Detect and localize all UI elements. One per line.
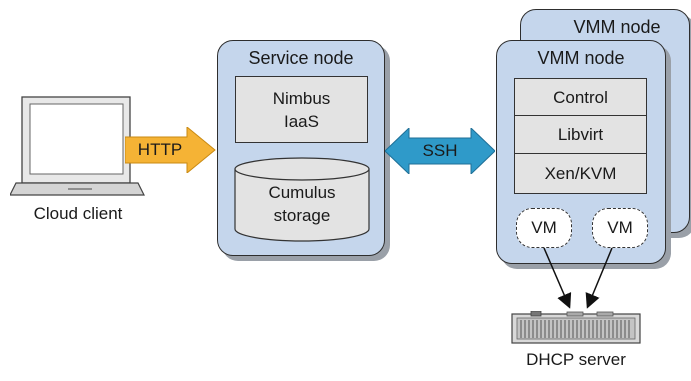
stack-xen-kvm: Xen/KVM [514, 154, 647, 194]
ssh-label: SSH [422, 141, 458, 160]
http-label: HTTP [137, 140, 183, 159]
vmm-node-back-title: VMM node [573, 17, 661, 37]
laptop-icon [9, 95, 170, 205]
dhcp-server-icon [511, 310, 641, 345]
stack-control: Control [514, 78, 647, 116]
service-node-panel: Service node Nimbus IaaS Cumulus storage [217, 40, 385, 256]
service-node-title: Service node [248, 48, 354, 68]
nimbus-iaas-box: Nimbus IaaS [235, 76, 368, 143]
vmm-node-front-title: VMM node [537, 48, 625, 68]
cloud-client-label: Cloud client [33, 204, 123, 223]
stack-libvirt: Libvirt [514, 116, 647, 154]
vmm-node-front-panel: VMM node Control Libvirt Xen/KVM VM VM [496, 40, 666, 264]
vm-right: VM [592, 208, 648, 248]
cumulus-storage-cylinder [234, 157, 370, 243]
cumulus-storage-label: Cumulus storage [268, 183, 336, 225]
dhcp-server-label: DHCP server [526, 350, 626, 369]
http-arrow [124, 125, 217, 175]
vm-left: VM [516, 208, 572, 248]
